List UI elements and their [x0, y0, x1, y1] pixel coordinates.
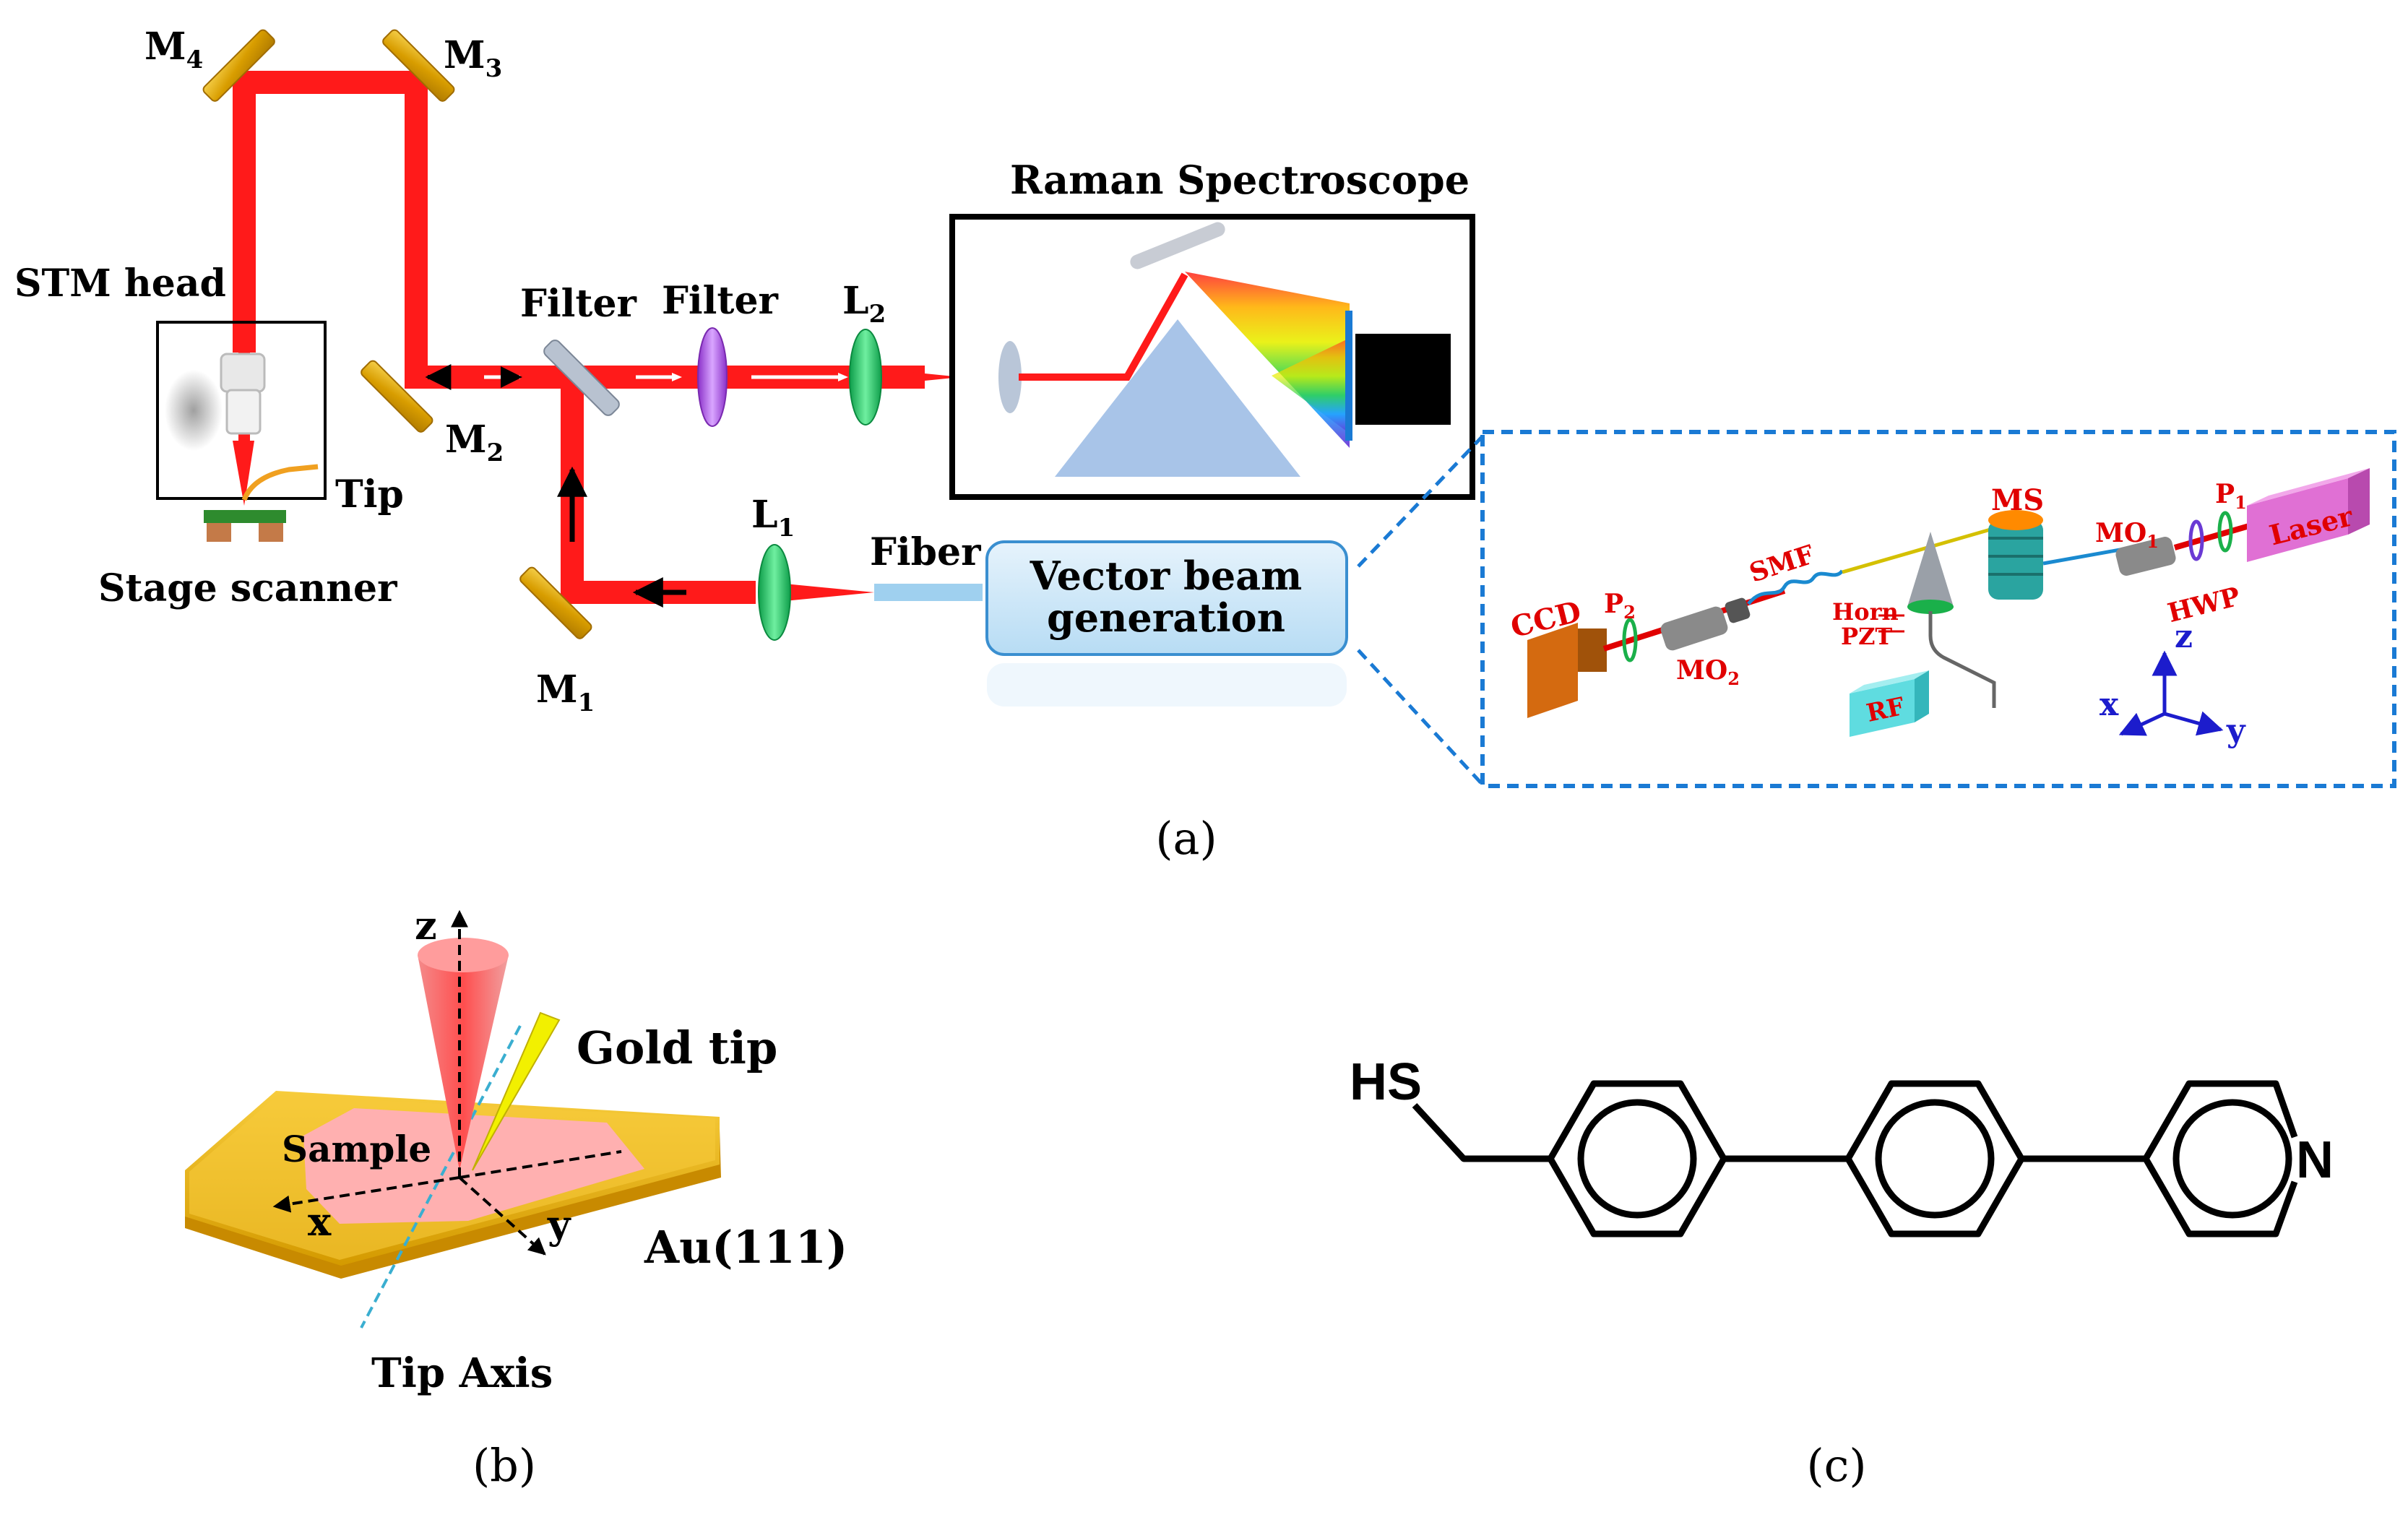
filter-dichroic: [543, 340, 620, 416]
vector-beam-reflection: [987, 663, 1347, 707]
label-m3: M3: [444, 33, 502, 83]
label-l1: L1: [751, 493, 795, 543]
beam-cone-l1: [785, 584, 874, 601]
tip-axis-line: [360, 1025, 522, 1329]
caption-a: (a): [1155, 812, 1217, 865]
label-axis-z-b: z: [415, 902, 437, 949]
raman-detector: [1355, 334, 1451, 425]
raman-lens: [998, 341, 1022, 413]
beam-cone-l2: [874, 368, 961, 386]
label-axis-y-b: y: [547, 1201, 571, 1248]
label-m4: M4: [144, 25, 203, 74]
filter-purple: [697, 327, 728, 427]
label-axis-x-b: x: [308, 1198, 332, 1245]
vector-beam-box: [985, 540, 1348, 656]
inset-hwp: [2188, 519, 2204, 561]
label-vbg-line1: Vector beam: [1030, 553, 1303, 599]
beam-cone-stm: [233, 441, 254, 506]
mirror-m1: [519, 566, 592, 639]
label-raman: Raman Spectroscope: [1010, 157, 1470, 203]
raman-prism: [1055, 319, 1300, 477]
stage-scanner-block: [204, 510, 286, 542]
label-hs: HS: [1350, 1053, 1422, 1111]
inset-label-p1: P1: [2215, 479, 2247, 513]
inset-label-horn: Horn: [1832, 598, 1899, 626]
inset-axis-z: z: [2175, 618, 2193, 655]
inset-connector-top: [1357, 435, 1484, 568]
inset-label-pzt: PZT: [1841, 623, 1892, 650]
panel-a: M4 M3 M2 M1 STM head Tip Stage scanner F…: [14, 25, 2396, 865]
label-fiber: Fiber: [870, 530, 981, 574]
inset-mo2: [1660, 597, 1751, 651]
label-vbg-line2: generation: [1047, 595, 1285, 641]
label-filter-1: Filter: [520, 282, 637, 326]
tip-wire: [241, 464, 319, 501]
label-gold-tip: Gold tip: [577, 1021, 777, 1074]
fiber: [874, 584, 983, 601]
lens-l2: [849, 329, 882, 425]
inset-horn: [1907, 532, 1954, 607]
panel-c: HS N (c): [1350, 1053, 2334, 1492]
mirror-m3: [382, 29, 455, 102]
label-filter-2: Filter: [662, 279, 779, 323]
label-n: N: [2296, 1131, 2334, 1189]
objective-lens: [220, 353, 266, 435]
inset-label-mo2: MO2: [1676, 655, 1740, 689]
raman-beam: [1019, 272, 1188, 381]
panel-b-labels: z Gold tip Sample x y Au(111) Tip Axis: [282, 902, 847, 1397]
label-m2: M2: [445, 418, 504, 467]
inset-axes: [2118, 650, 2224, 736]
inset-laser: [2247, 468, 2370, 562]
raman-slit: [1345, 311, 1352, 441]
inset-axis-x: x: [2100, 686, 2119, 723]
label-l2: L2: [842, 279, 886, 329]
label-stage-scanner: Stage scanner: [98, 566, 397, 610]
inset-ms: [1988, 510, 2043, 600]
raman-grating: [1130, 222, 1225, 269]
mirror-m4: [202, 29, 275, 102]
laser-cone: [418, 938, 509, 1170]
label-au111: Au(111): [644, 1221, 847, 1274]
stm-head-box: [156, 321, 327, 500]
gold-tip: [472, 1011, 561, 1171]
inset-ccd: [1527, 623, 1578, 718]
inset-mo1: [2115, 537, 2176, 576]
caption-c: (c): [1806, 1439, 1866, 1492]
inset-label-mo1: MO1: [2095, 518, 2159, 552]
molecule-structure: [1412, 1080, 2298, 1237]
laser-beam-path: [233, 71, 925, 604]
inset-axis-y: y: [2226, 712, 2246, 749]
label-tip: Tip: [335, 472, 404, 517]
panel-b-axes: [272, 910, 622, 1256]
lens-l1: [758, 544, 791, 641]
inset-p1: [2217, 511, 2233, 553]
panel-a-labels: M4 M3 M2 M1 STM head Tip Stage scanner F…: [14, 25, 2357, 749]
raman-dispersion: [1185, 272, 1350, 448]
caption-b: (b): [472, 1439, 536, 1492]
mirror-m2: [361, 360, 433, 433]
panel-b: z Gold tip Sample x y Au(111) Tip Axis (…: [185, 902, 847, 1492]
inset-setup: [1527, 468, 2370, 737]
inset-label-ms: MS: [1991, 483, 2044, 517]
label-stm-head: STM head: [14, 262, 226, 306]
stm-shadow: [165, 370, 223, 451]
inset-connector-bottom: [1357, 649, 1484, 786]
label-sample: Sample: [282, 1128, 431, 1170]
inset-label-p2: P2: [1604, 589, 1636, 623]
inset-box: [1480, 430, 2396, 788]
beam-arrows: [425, 364, 848, 608]
inset-rf: [1850, 670, 1929, 737]
inset-p2: [1622, 618, 1638, 662]
label-tip-axis: Tip Axis: [371, 1349, 553, 1397]
label-m1: M1: [536, 668, 595, 717]
raman-dispersion-2: [1272, 338, 1350, 433]
inset-smf: [1747, 569, 1844, 605]
